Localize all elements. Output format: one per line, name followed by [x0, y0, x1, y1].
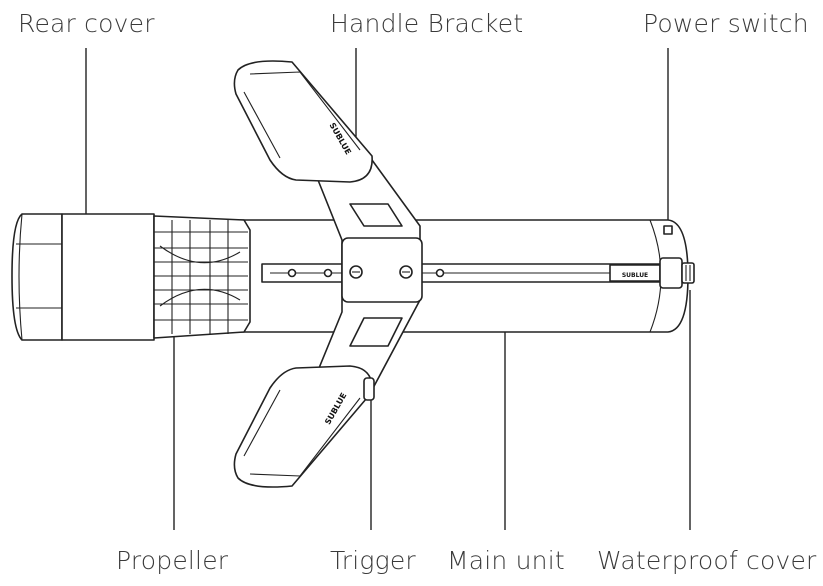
label-trigger: Trigger — [330, 546, 416, 575]
label-main-unit: Main unit — [447, 546, 565, 575]
lower-handle: SUBLUE — [233, 365, 375, 488]
label-rear-cover: Rear cover — [18, 9, 155, 38]
handle-bracket — [309, 159, 423, 391]
trigger-button — [363, 377, 375, 401]
rear-handle-marking: SUBLUE — [622, 272, 648, 279]
label-waterproof-cover: Waterproof cover — [597, 546, 817, 575]
propeller — [153, 215, 251, 339]
upper-handle: SUBLUE — [233, 60, 373, 183]
label-propeller: Propeller — [116, 546, 229, 575]
main-unit-body: SUBLUE — [239, 219, 695, 333]
label-handle-bracket: Handle Bracket — [330, 9, 524, 38]
rear-cover — [11, 213, 155, 341]
power-switch-button — [663, 225, 673, 235]
label-power-switch: Power switch — [643, 9, 809, 38]
